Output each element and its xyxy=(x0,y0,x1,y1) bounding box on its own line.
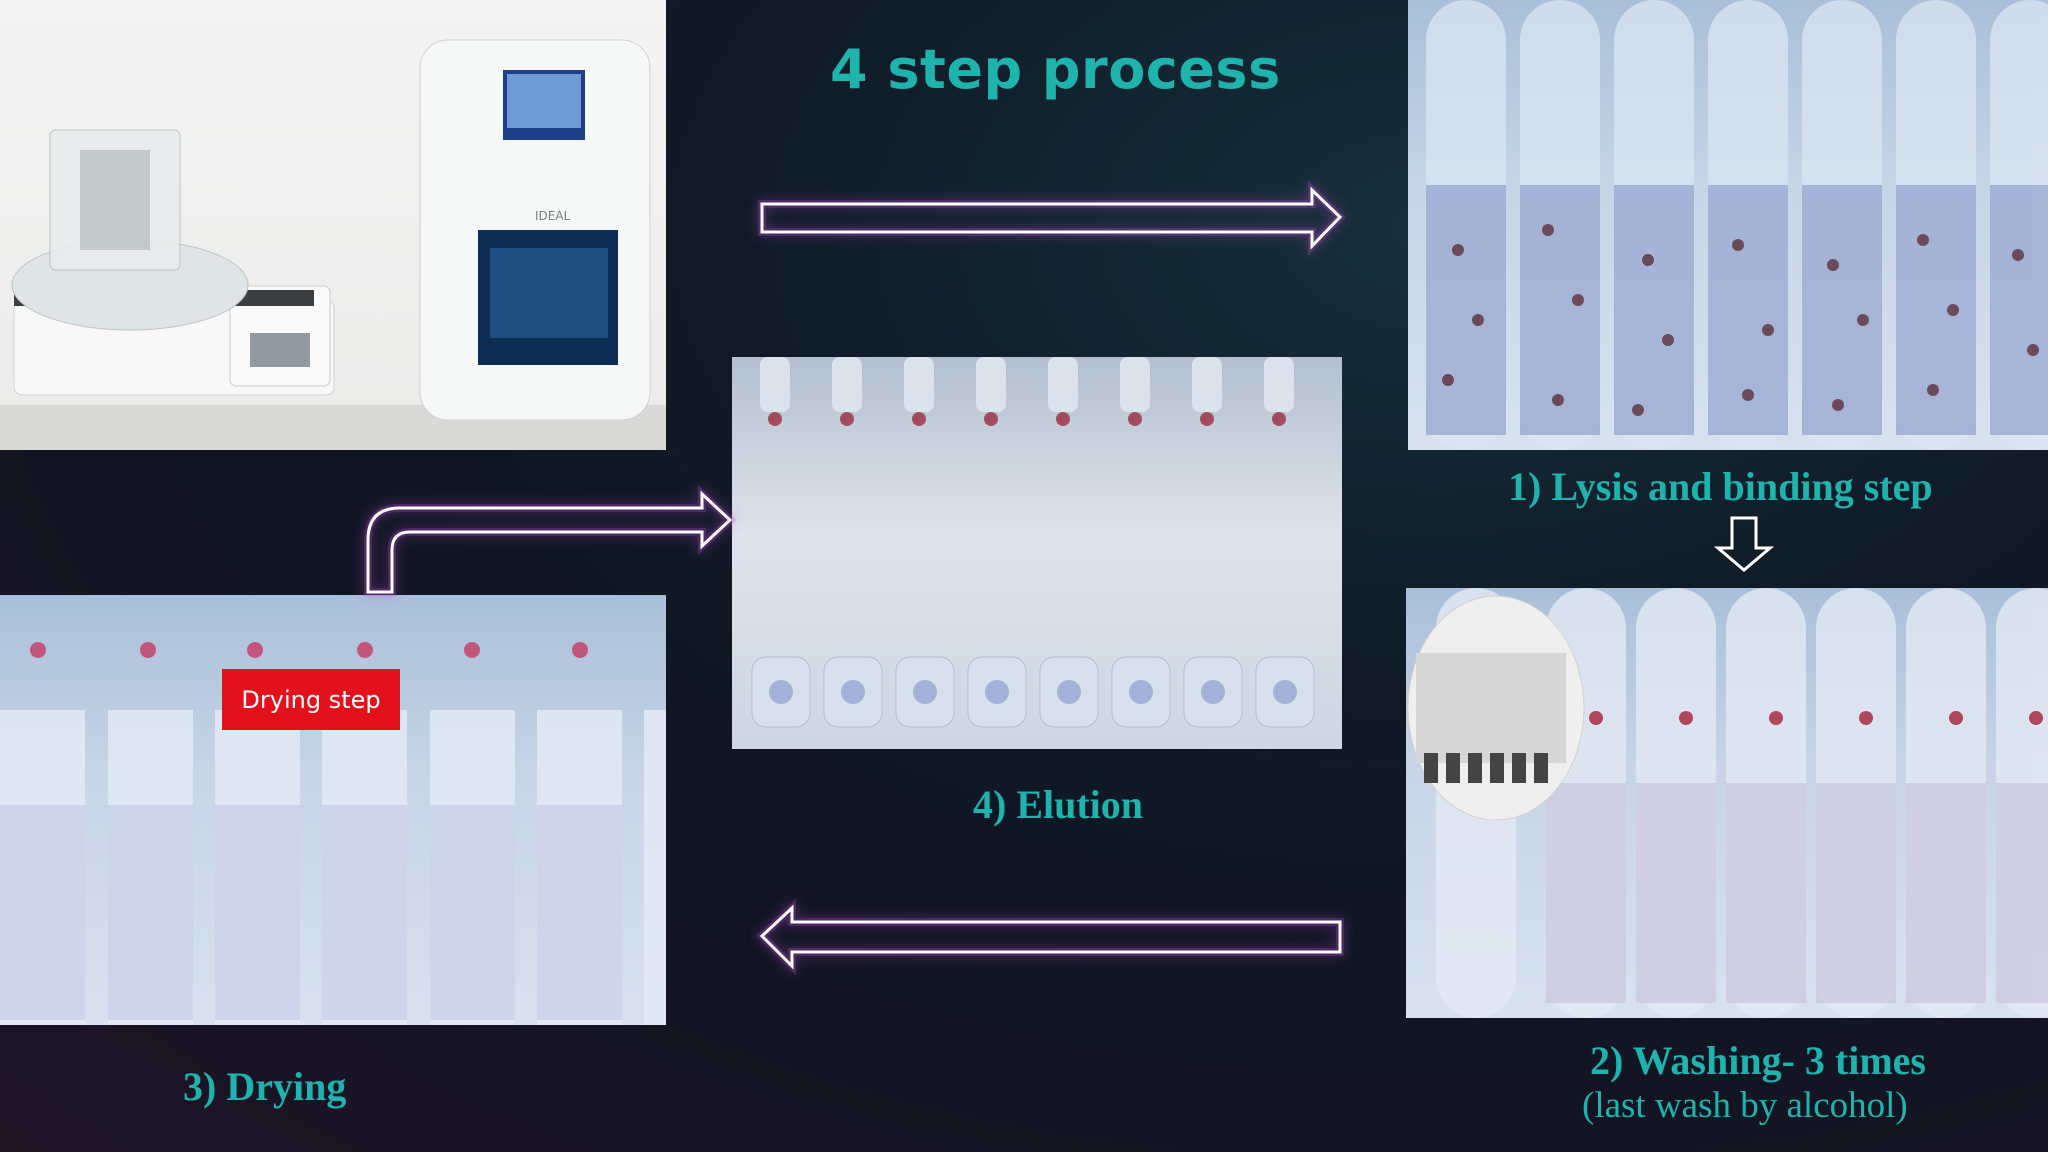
washing-tubes-illustration xyxy=(1407,588,2048,1018)
elution-panel xyxy=(732,357,1342,749)
caption-step4: 4) Elution xyxy=(973,782,1144,827)
diagram-title: 4 step process xyxy=(830,38,1281,101)
arrow-left-bottom xyxy=(756,898,1344,976)
caption-step2-sub: (last wash by alcohol) xyxy=(1582,1085,1908,1126)
drying-panel xyxy=(0,595,666,1025)
elution-wells-illustration xyxy=(751,357,1315,728)
arrow-down-small xyxy=(1713,516,1775,572)
caption-step1: 1) Lysis and binding step xyxy=(1508,464,1933,509)
drying-tubes-illustration xyxy=(0,642,666,1025)
instrument-model-label: IDEAL xyxy=(535,209,571,223)
instruments-photo: IDEAL xyxy=(0,0,666,450)
arrow-bent-up-right xyxy=(364,484,736,596)
arrow-right-top xyxy=(758,180,1346,256)
caption-step2: 2) Washing- 3 times xyxy=(1590,1038,1926,1083)
caption-step3: 3) Drying xyxy=(183,1064,347,1109)
washing-panel xyxy=(1406,588,2048,1018)
drying-step-badge: Drying step xyxy=(222,669,400,730)
lysis-tubes-illustration xyxy=(1426,0,2048,450)
instruments-illustration: IDEAL xyxy=(0,39,666,450)
lysis-panel xyxy=(1408,0,2048,450)
